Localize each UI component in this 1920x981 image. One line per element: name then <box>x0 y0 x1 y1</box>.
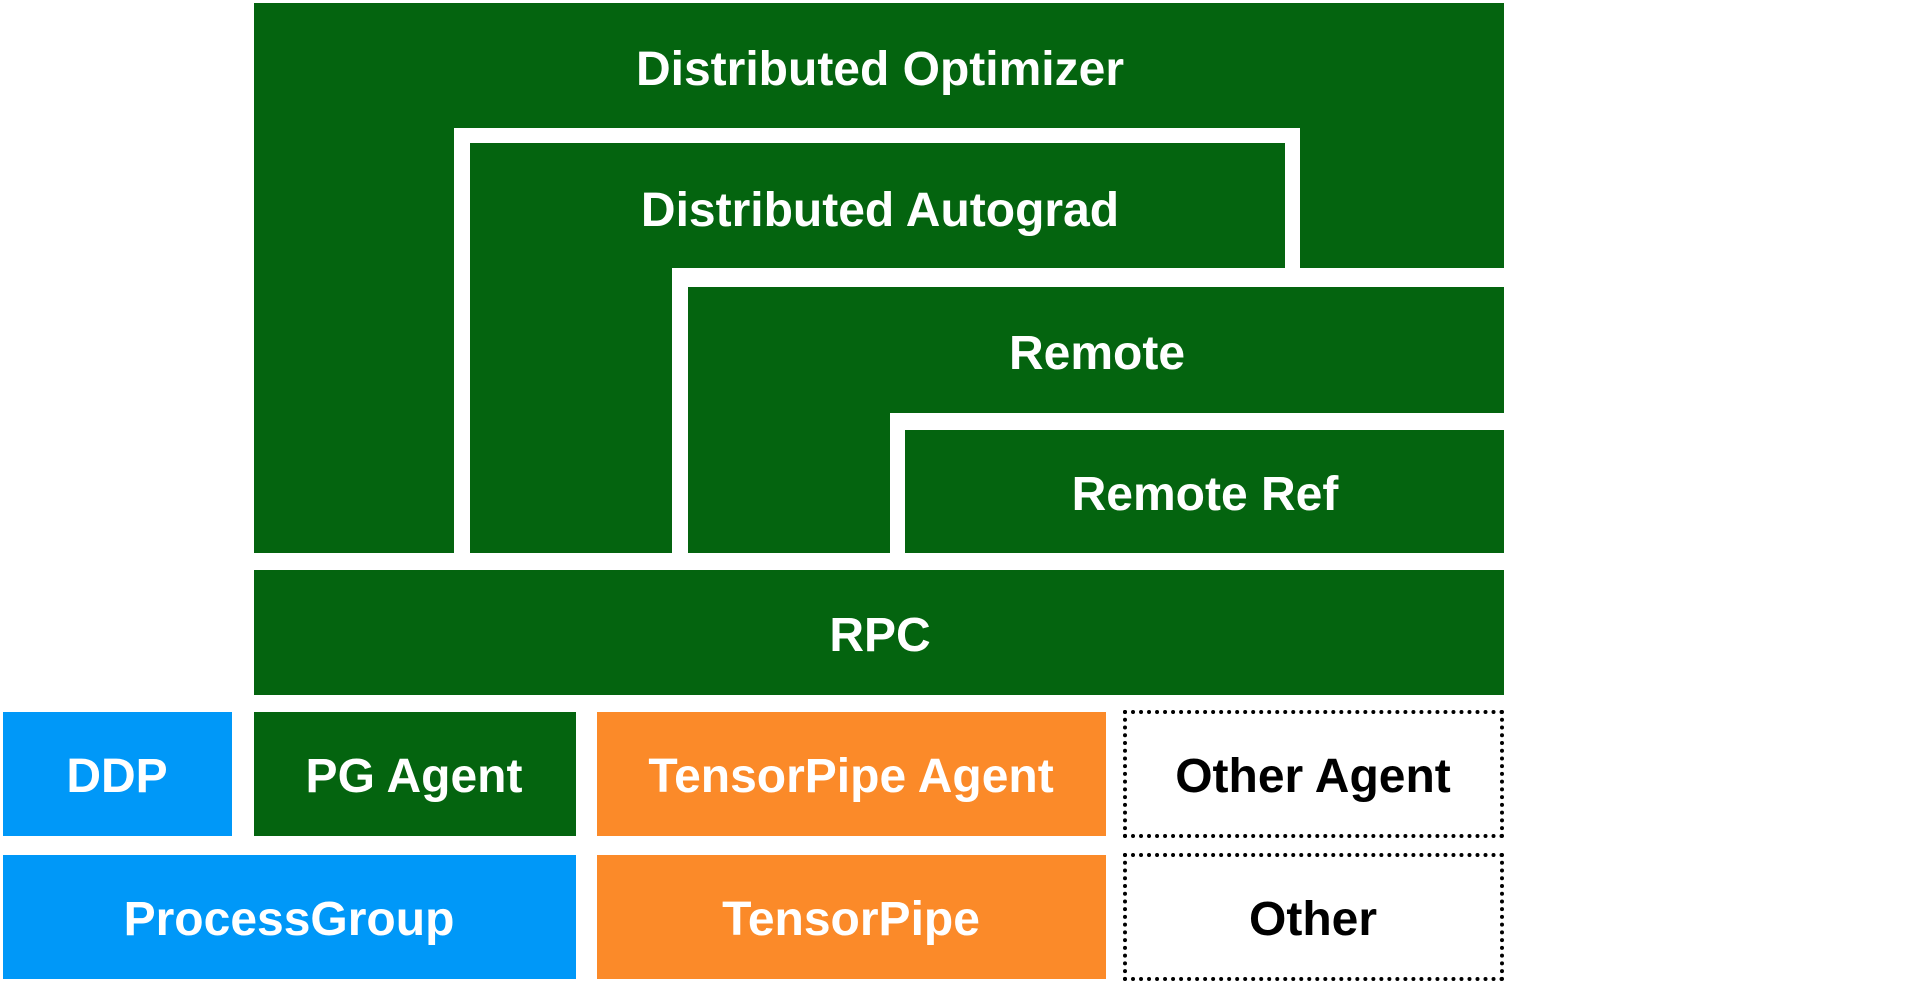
tensorpipe-label: TensorPipe <box>722 893 980 946</box>
rpc-block <box>254 570 1504 695</box>
remote-ref-label: Remote Ref <box>1071 468 1339 521</box>
process-group-block <box>3 855 576 979</box>
tensorpipe-agent-label: TensorPipe Agent <box>648 750 1054 803</box>
distributed-autograd-top <box>470 143 1285 268</box>
tensorpipe-agent-block <box>597 712 1106 836</box>
other-agent-block <box>1123 710 1504 838</box>
distributed-optimizer-top <box>254 3 1504 128</box>
ddp-block <box>3 712 232 836</box>
rpc-label: RPC <box>829 609 931 662</box>
remote-top <box>688 287 1504 413</box>
distributed-optimizer-left-leg <box>254 128 454 553</box>
remote-ref-block <box>905 430 1504 553</box>
tensorpipe-block <box>597 855 1106 979</box>
distributed-autograd-left-leg <box>470 268 672 553</box>
pg-agent-block <box>254 712 576 836</box>
ddp-label: DDP <box>66 750 168 803</box>
process-group-label: ProcessGroup <box>123 893 455 946</box>
remote-left-leg <box>688 413 890 553</box>
pg-agent-label: PG Agent <box>305 750 523 803</box>
distributed-autograd-label: Distributed Autograd <box>640 184 1120 237</box>
other-label: Other <box>1248 893 1378 946</box>
other-block <box>1123 853 1504 981</box>
other-agent-label: Other Agent <box>1175 750 1451 803</box>
remote-label: Remote <box>1008 327 1186 380</box>
distributed-optimizer-right-leg <box>1300 128 1504 268</box>
distributed-optimizer-label: Distributed Optimizer <box>635 43 1125 96</box>
